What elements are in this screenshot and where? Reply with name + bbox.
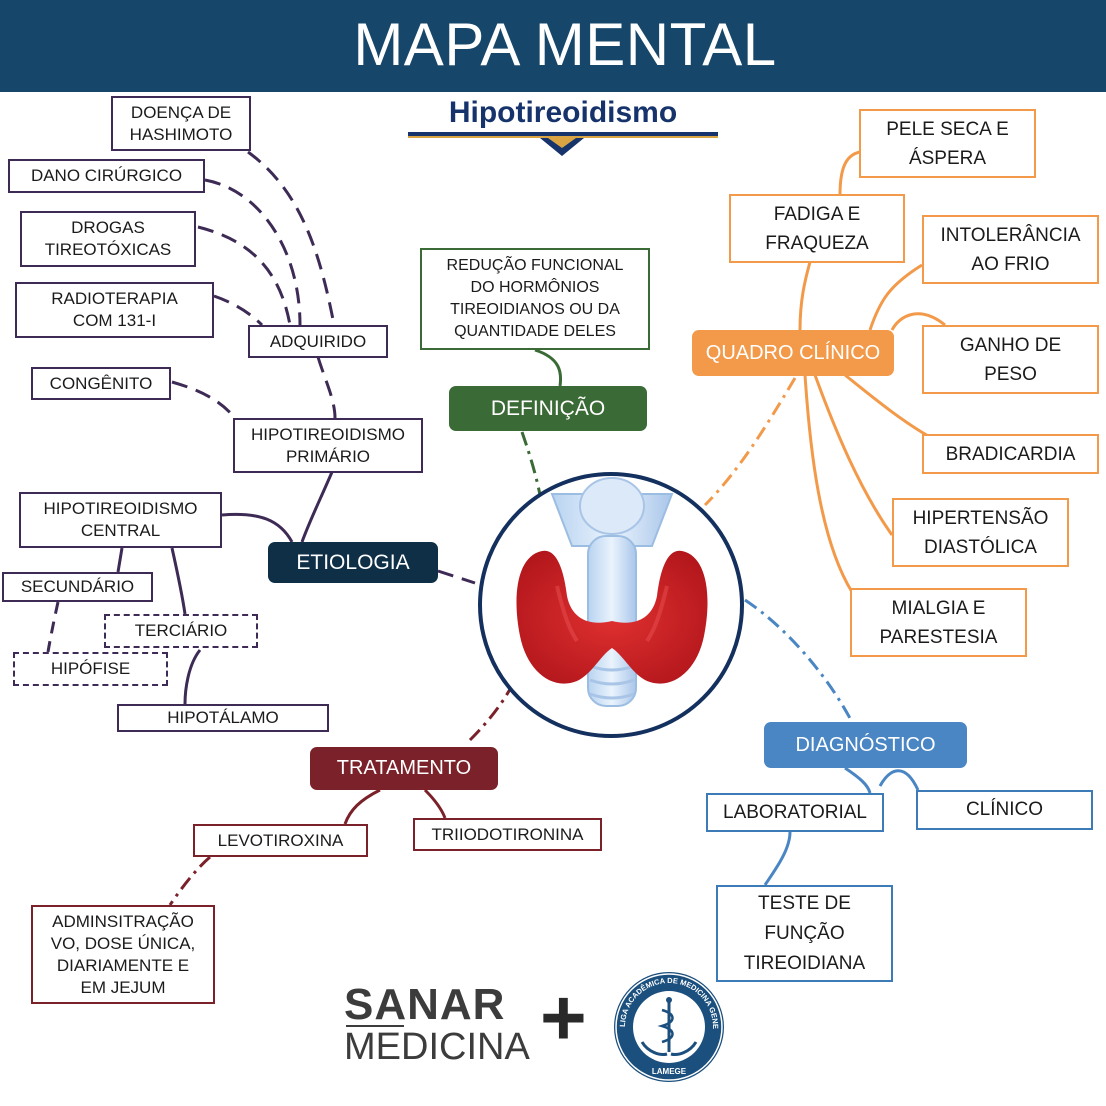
caduceus-hands-icon [640,997,698,1056]
line-primario-etiologia [300,471,334,543]
box-administracao: ADMINSITRAÇÃO VO, DOSE ÚNICA, DIARIAMENT… [31,905,215,1004]
box-pele-seca: PELE SECA E ÁSPERA [859,109,1036,178]
line-tratamento-levotiroxina [343,788,381,825]
line-dano [204,178,302,326]
box-clinico: CLÍNICO [916,790,1093,830]
line-laboratorial-teste [763,831,792,886]
line-quadro-bradicardia [844,373,931,439]
box-hipotireoidismo-central: HIPOTIREOIDISMO CENTRAL [19,492,222,548]
node-etiologia: ETIOLOGIA [268,542,438,583]
node-definicao: DEFINIÇÃO [449,386,647,431]
node-quadro-clinico: QUADRO CLÍNICO [692,330,894,376]
box-adquirido: ADQUIRIDO [248,325,388,358]
box-triiodotironina: TRIIODOTIRONINA [413,818,602,851]
line-levotiroxina-admin [168,855,211,906]
box-laboratorial: LABORATORIAL [706,793,884,832]
box-drogas-tireotoxicas: DROGAS TIREOTÓXICAS [20,211,196,267]
line-diagnostico-clinico [878,769,920,791]
line-quadro-fadiga [798,261,812,331]
line-tratamento-triiodotironina [423,788,447,819]
line-quadro-intolerancia [868,263,923,331]
center-thyroid-image [478,472,744,738]
header-banner: MAPA MENTAL [0,0,1106,92]
line-diagnostico-center [744,598,854,723]
subtitle-underline [408,132,718,136]
line-quadro-hipertensao [813,374,894,536]
lamege-seal-logo: LIGA ACADÊMICA DE MEDICINA GENERALISTA L… [612,970,724,1082]
box-doenca-hashimoto: DOENÇA DE HASHIMOTO [111,96,251,151]
node-diagnostico: DIAGNÓSTICO [764,722,967,768]
node-tratamento: TRATAMENTO [310,747,498,790]
subtitle-underline-accent [408,136,718,138]
line-diagnostico-laboratorial [844,766,872,794]
line-definicao-center [520,431,542,496]
line-hashimoto [247,150,337,331]
box-ganho-peso: GANHO DE PESO [922,325,1099,394]
box-bradicardia: BRADICARDIA [922,434,1099,474]
line-central-secundario [116,547,124,573]
line-quadro-center [703,377,797,507]
box-intolerancia-frio: INTOLERÂNCIA AO FRIO [922,215,1099,284]
line-central-etiologia [221,512,294,543]
box-secundario: SECUNDÁRIO [2,572,153,602]
line-secundario-hipofise [46,601,60,653]
subtitle-arrow-accent-icon [548,138,576,148]
sanar-logo-rule [346,1025,404,1027]
line-terciario-hipotalamo [183,649,202,705]
box-levotiroxina: LEVOTIROXINA [193,824,368,857]
line-quadro-ganho [890,312,946,331]
medicina-logo-text: MEDICINA [344,1026,530,1068]
thyroid-gland-icon [516,477,708,707]
line-central-terciario [170,547,187,615]
box-mialgia: MIALGIA E PARESTESIA [850,588,1027,657]
line-congenito [171,380,237,419]
line-adquirido-primario [316,356,337,419]
box-hipotireoidismo-primario: HIPOTIREOIDISMO PRIMÁRIO [233,418,423,473]
box-teste-funcao: TESTE DE FUNÇÃO TIREOIDIANA [716,885,893,982]
box-terciario: TERCIÁRIO [104,614,258,648]
box-dano-cirurgico: DANO CIRÚRGICO [8,159,205,193]
subtitle: Hipotireoidismo [448,96,678,129]
plus-sign: + [540,973,587,1062]
box-radioterapia: RADIOTERAPIA COM 131-I [15,282,214,338]
line-etiologia-center [437,569,476,585]
box-hipotalamo: HIPOTÁLAMO [117,704,329,732]
line-drogas [197,225,292,326]
line-definicao-text [534,348,563,387]
line-quadro-mialgia [803,374,854,593]
line-fadiga-pele [838,150,861,196]
line-radioterapia [213,294,264,327]
page-title: MAPA MENTAL [353,11,777,78]
box-hipertensao: HIPERTENSÃO DIASTÓLICA [892,498,1069,567]
box-hipofise: HIPÓFISE [13,652,168,686]
seal-bottom-text: LAMEGE [652,1067,687,1076]
box-definicao-texto: REDUÇÃO FUNCIONAL DO HORMÔNIOS TIREOIDIA… [420,248,650,350]
box-congenito: CONGÊNITO [31,367,171,400]
box-fadiga: FADIGA E FRAQUEZA [729,194,905,263]
sanar-logo-text: SANAR [344,980,506,1029]
